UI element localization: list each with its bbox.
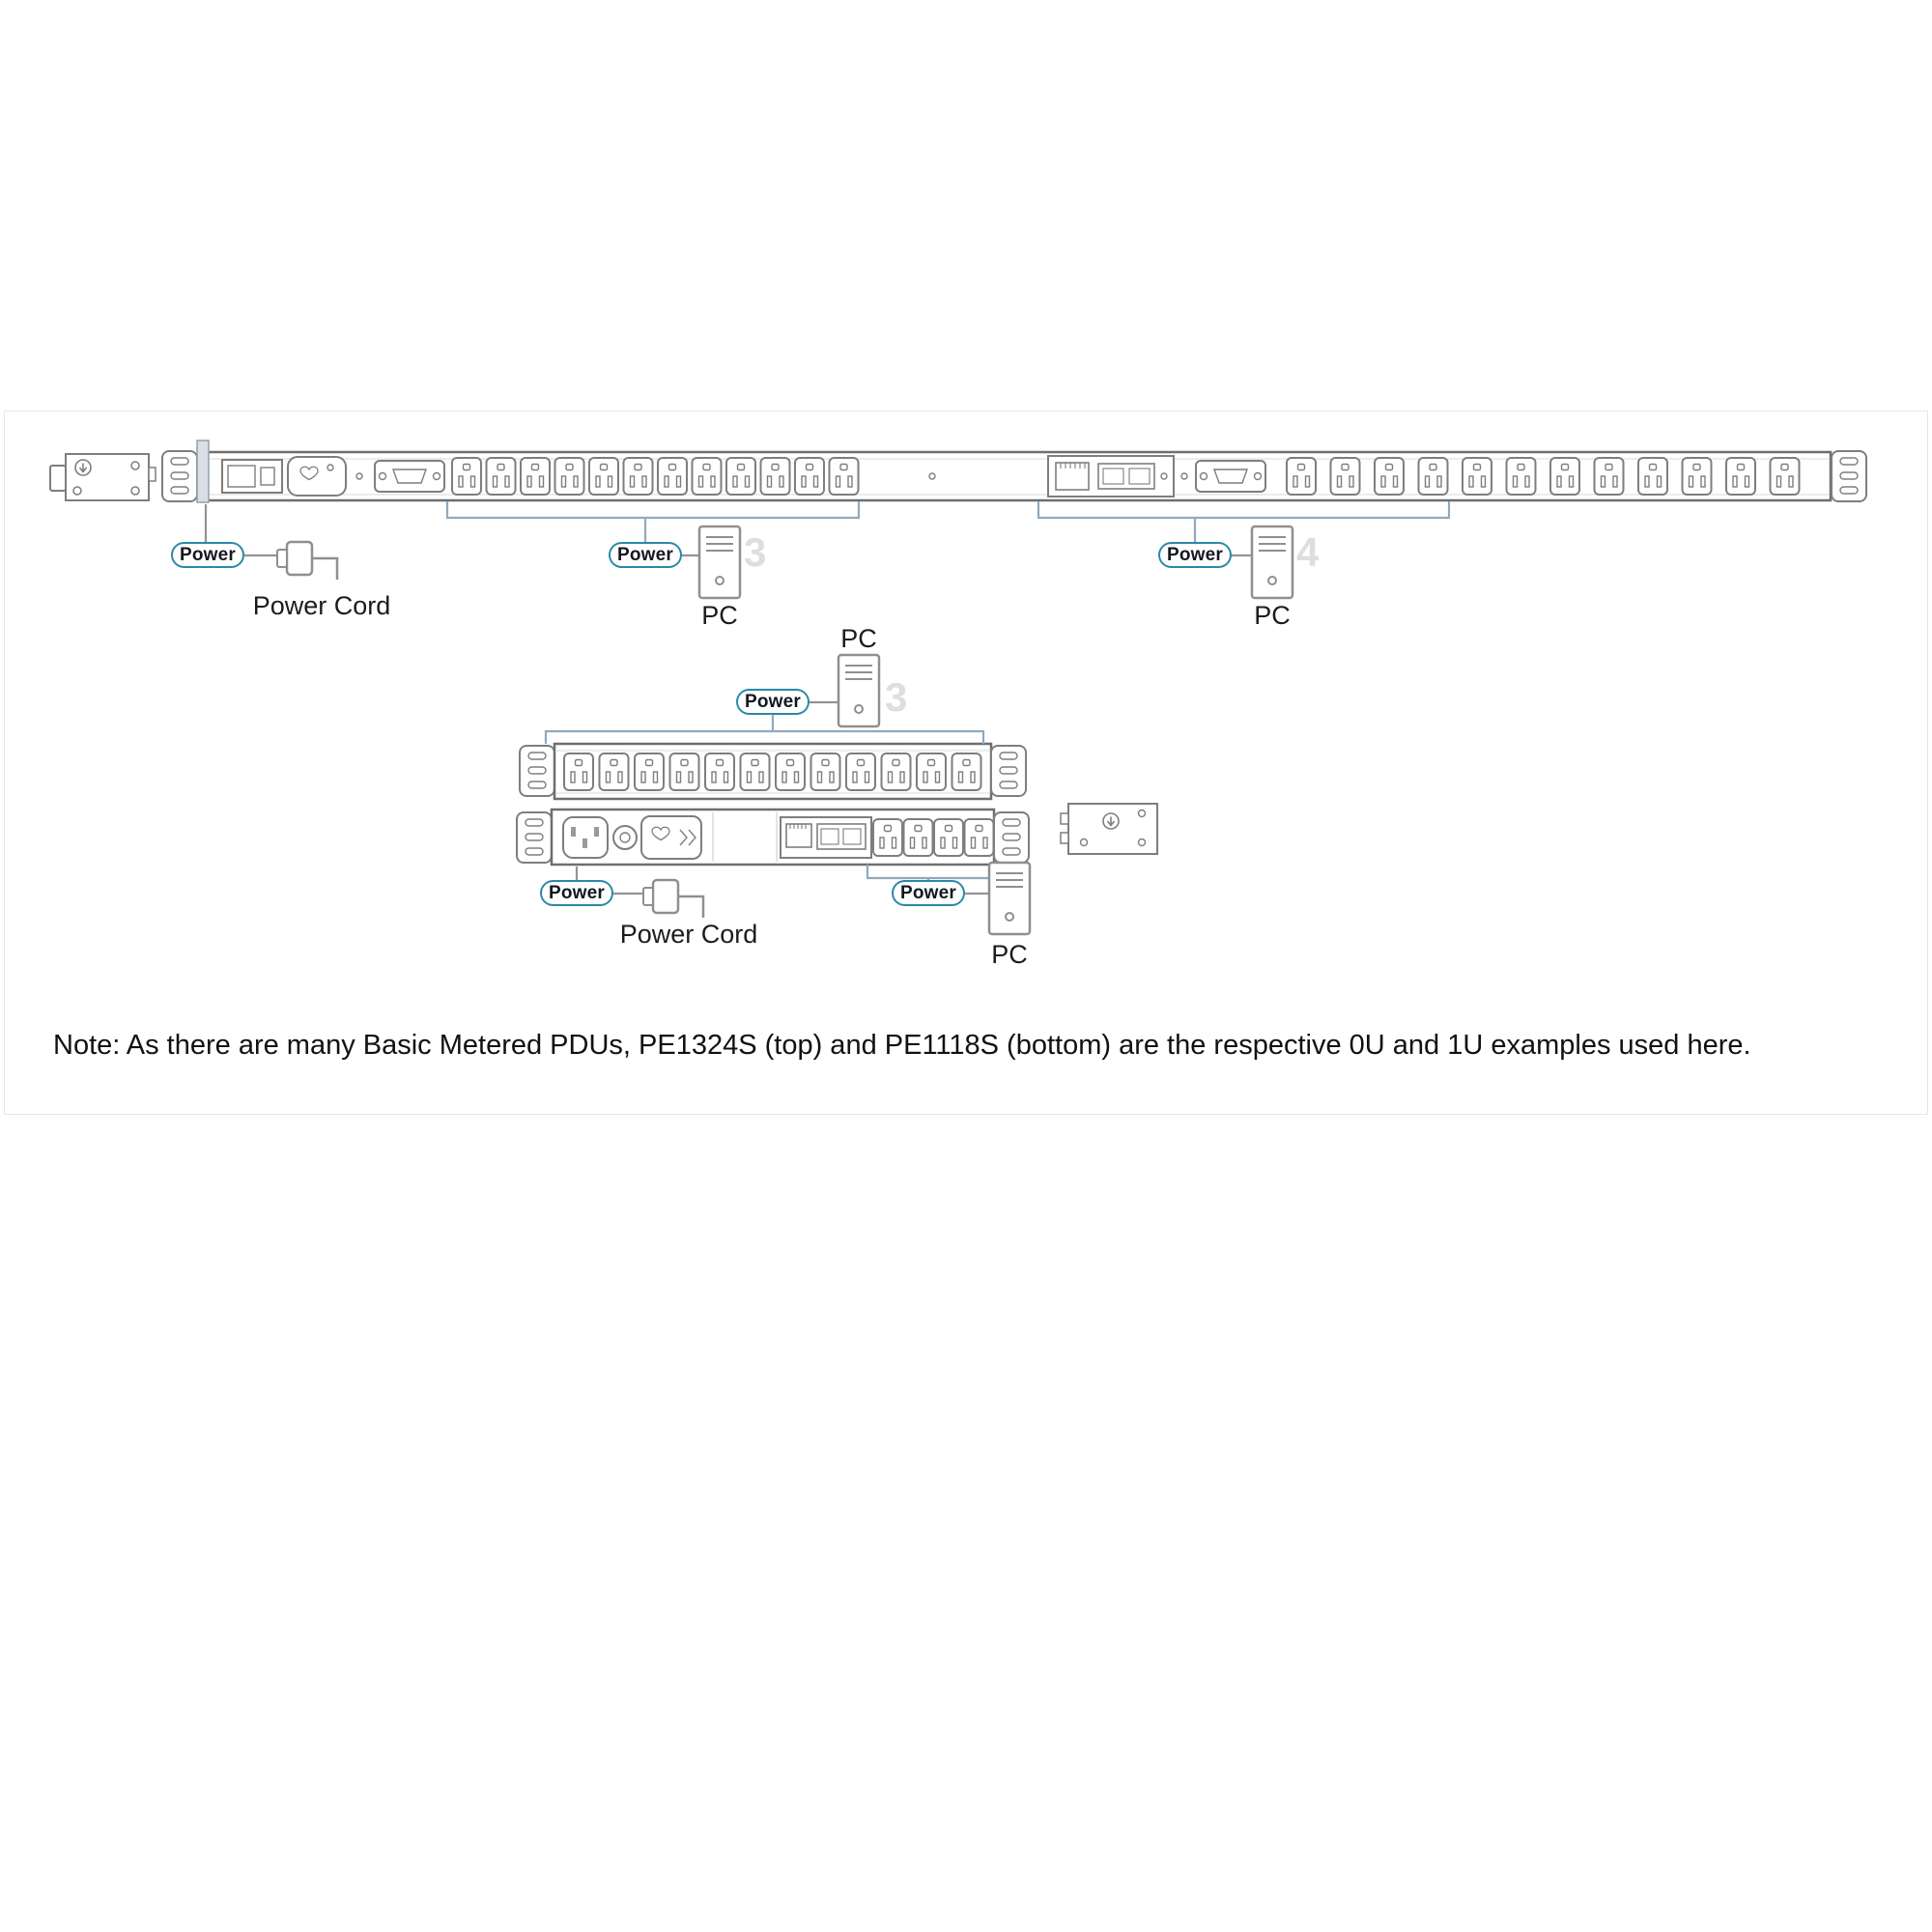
outlet-icon <box>520 457 551 496</box>
power-inlet-icon <box>287 456 347 497</box>
power-cord-icon <box>641 878 705 920</box>
outlet-icon <box>1725 457 1756 496</box>
power-label-1u-front: Power <box>736 689 810 715</box>
outlet-icon <box>1549 457 1580 496</box>
bracket-line <box>445 501 861 542</box>
mounting-bracket-icon <box>519 745 555 797</box>
power-cord-icon <box>275 540 339 582</box>
outlet-icon <box>704 753 735 791</box>
outlet-icon <box>1505 457 1537 496</box>
bracket-lines-top <box>445 501 1451 542</box>
pc-label: PC <box>1254 601 1291 630</box>
connector-module-icon <box>49 453 156 501</box>
outlet-icon <box>1374 457 1405 496</box>
outlet-icon <box>810 753 841 791</box>
connector-lines-mid <box>575 700 989 895</box>
ac-inlet-icon <box>562 816 609 859</box>
outlet-icon <box>451 457 482 496</box>
outlet-icon <box>828 457 860 496</box>
pdu-0u-strip <box>49 440 1867 503</box>
outlet-icon <box>588 457 619 496</box>
outlet-icon <box>794 457 825 496</box>
network-module-icon <box>780 816 872 859</box>
outlet-icon <box>951 753 982 791</box>
outlet-bank-rear <box>872 818 995 857</box>
outlet-icon <box>1286 457 1317 496</box>
pc-tower-icon <box>837 653 881 728</box>
outlet-icon <box>933 818 964 857</box>
grounding-tab <box>196 440 210 503</box>
bracket-line <box>1037 501 1451 542</box>
outlet-icon <box>916 753 947 791</box>
outlet-icon <box>902 818 934 857</box>
serial-port-icon <box>374 460 445 493</box>
outlet-icon <box>1593 457 1625 496</box>
step-number: 3 <box>744 529 767 575</box>
outlet-icon <box>657 457 688 496</box>
outlet-icon <box>691 457 723 496</box>
pc-label: PC <box>840 624 877 653</box>
outlet-icon <box>880 753 912 791</box>
outlet-icon <box>622 457 654 496</box>
outlet-icon <box>725 457 756 496</box>
note-text: Note: As there are many Basic Metered PD… <box>53 1030 1751 1061</box>
outlet-icon <box>739 753 771 791</box>
outlet-icon <box>668 753 700 791</box>
power-label-0u-bank2: Power <box>1158 542 1232 568</box>
mounting-bracket-icon <box>1831 450 1867 502</box>
outlet-icon <box>1769 457 1801 496</box>
pc-label: PC <box>701 601 738 630</box>
fuse-breaker-icon <box>612 825 638 850</box>
outlet-icon <box>598 753 630 791</box>
network-module-icon <box>1047 455 1175 497</box>
power-cord-label: Power Cord <box>252 591 391 620</box>
power-label-0u-bank1: Power <box>609 542 682 568</box>
pdu-1u-front <box>519 742 1027 801</box>
outlet-icon <box>485 457 517 496</box>
outlet-icon <box>872 818 903 857</box>
outlet-icon <box>963 818 995 857</box>
pc-tower-icon <box>1250 525 1294 600</box>
outlet-icon <box>1681 457 1713 496</box>
mounting-bracket-icon <box>993 811 1030 864</box>
outlet-icon <box>1462 457 1492 496</box>
pc-label: PC <box>991 940 1028 969</box>
bracket-line <box>544 715 985 744</box>
outlet-icon <box>845 753 876 791</box>
outlet-icon <box>775 753 806 791</box>
outlet-icon <box>1329 457 1361 496</box>
circuit-breaker-icon <box>221 459 283 494</box>
pdu-1u-rear <box>516 808 1030 867</box>
connector-lines-top <box>204 504 1252 557</box>
power-label-0u-inlet: Power <box>171 542 244 568</box>
rated-label-icon <box>640 815 702 860</box>
pc-tower-icon <box>697 525 742 600</box>
power-label-1u-inlet: Power <box>540 880 613 906</box>
mounting-bracket-icon <box>990 745 1027 797</box>
mounting-bracket-icon <box>161 450 198 502</box>
bracket-line <box>866 865 1000 881</box>
step-number: 3 <box>885 674 908 720</box>
outlet-icon <box>563 753 594 791</box>
outlet-icon <box>1417 457 1449 496</box>
outlet-icon <box>1637 457 1668 496</box>
step-number: 4 <box>1296 529 1320 575</box>
power-cord-label: Power Cord <box>619 920 758 949</box>
serial-port-icon <box>1195 460 1266 493</box>
pc-tower-icon <box>987 861 1032 936</box>
outlet-icon <box>554 457 585 496</box>
connector-module-icon <box>1060 803 1158 855</box>
mounting-bracket-icon <box>516 811 553 864</box>
outlet-icon <box>634 753 665 791</box>
power-label-1u-rear: Power <box>892 880 965 906</box>
outlet-icon <box>759 457 791 496</box>
